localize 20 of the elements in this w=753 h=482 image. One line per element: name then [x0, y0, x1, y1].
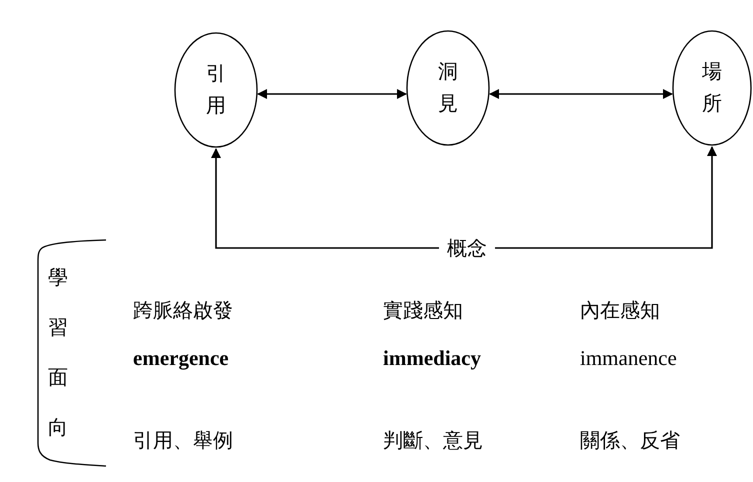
side-label: 學習面向	[48, 264, 68, 441]
arrow	[495, 146, 717, 249]
ellipse-node	[672, 30, 752, 146]
node-label: 場所	[702, 58, 722, 117]
aspect-label: 內在感知	[580, 297, 660, 324]
example-label: 判斷、意見	[383, 427, 483, 454]
ellipse-node	[174, 32, 258, 148]
term-label: immediacy	[383, 346, 481, 371]
node-label: 洞見	[438, 58, 458, 117]
aspect-label: 實踐感知	[383, 297, 463, 324]
arrow	[489, 89, 673, 99]
aspect-label: 跨脈絡啟發	[133, 297, 233, 324]
term-label: immanence	[580, 346, 677, 371]
arrow	[211, 148, 439, 249]
term-label: emergence	[133, 346, 229, 371]
ellipse-node	[406, 30, 490, 146]
node-label: 引用	[206, 60, 226, 119]
example-label: 關係、反省	[580, 427, 680, 454]
example-label: 引用、舉例	[133, 427, 233, 454]
arrow	[257, 89, 407, 99]
